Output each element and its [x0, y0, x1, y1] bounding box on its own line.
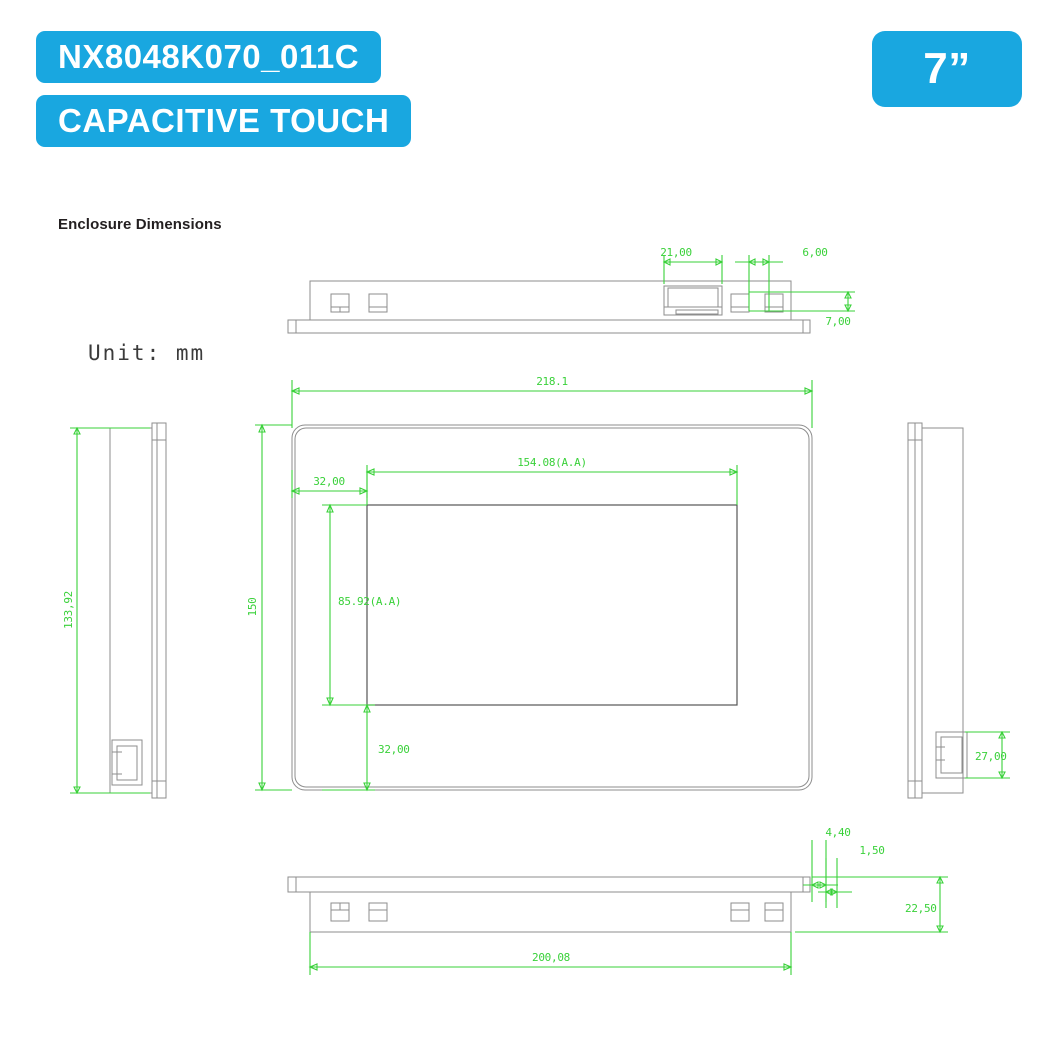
right-side-view-geometry [907, 422, 968, 799]
screen-size-badge: 7” [872, 31, 1022, 107]
dimension-label: 200,08 [532, 951, 570, 964]
dimension-label: 4,40 [825, 826, 850, 839]
front-view-geometry [291, 424, 813, 791]
dimension-top-7: 7,00 [749, 290, 855, 328]
dimension-label: 27,00 [975, 750, 1007, 763]
dimension-front-margin-left: 32,00 [290, 470, 369, 498]
dimension-label: 218.1 [536, 375, 568, 388]
dimension-label: 6,00 [802, 246, 827, 259]
dimension-label: 22,50 [905, 902, 937, 915]
dimension-front-margin-bottom: 32,00 [322, 703, 410, 792]
dimension-label: 150 [246, 598, 259, 617]
dimension-label: 133,92 [62, 591, 75, 629]
dimension-right-27: 27,00 [965, 730, 1010, 780]
unit-label: Unit: mm [88, 341, 205, 365]
dimension-label: 1,50 [859, 844, 884, 857]
dimension-label: 32,00 [378, 743, 410, 756]
dimension-left-133: 133,92 [62, 426, 150, 795]
page-title: Enclosure Dimensions [58, 216, 222, 233]
dimension-label: 21,00 [660, 246, 692, 259]
top-view-geometry [287, 280, 811, 334]
dimension-top-21: 21,00 [660, 246, 724, 284]
bottom-view-geometry [287, 876, 811, 933]
drawing-canvas: Unit: mm 21,00 [62, 246, 1010, 975]
dimension-label: 7,00 [825, 315, 850, 328]
dimension-label: 154.08(A.A) [517, 456, 587, 469]
dimension-front-aa-width: 154.08(A.A) [365, 456, 739, 505]
dimension-top-6: 6,00 [735, 246, 828, 311]
dimension-bottom-150: 1,50 [818, 844, 885, 908]
model-name-badge: NX8048K070_011C [36, 31, 382, 83]
enclosure-drawing: Unit: mm 21,00 [0, 180, 1056, 1010]
dimension-front-150: 150 [246, 423, 292, 792]
dimension-bottom-20008: 200,08 [308, 932, 793, 975]
left-side-view-geometry [109, 422, 167, 799]
dimension-label: 85.92(A.A) [338, 595, 401, 608]
touch-type-badge: CAPACITIVE TOUCH [36, 95, 412, 147]
dimension-label: 32,00 [313, 475, 345, 488]
dimension-front-aa-height: 85.92(A.A) [322, 503, 402, 707]
dimension-bottom-2250: 22,50 [795, 875, 948, 934]
dimension-front-218: 218.1 [290, 375, 814, 428]
